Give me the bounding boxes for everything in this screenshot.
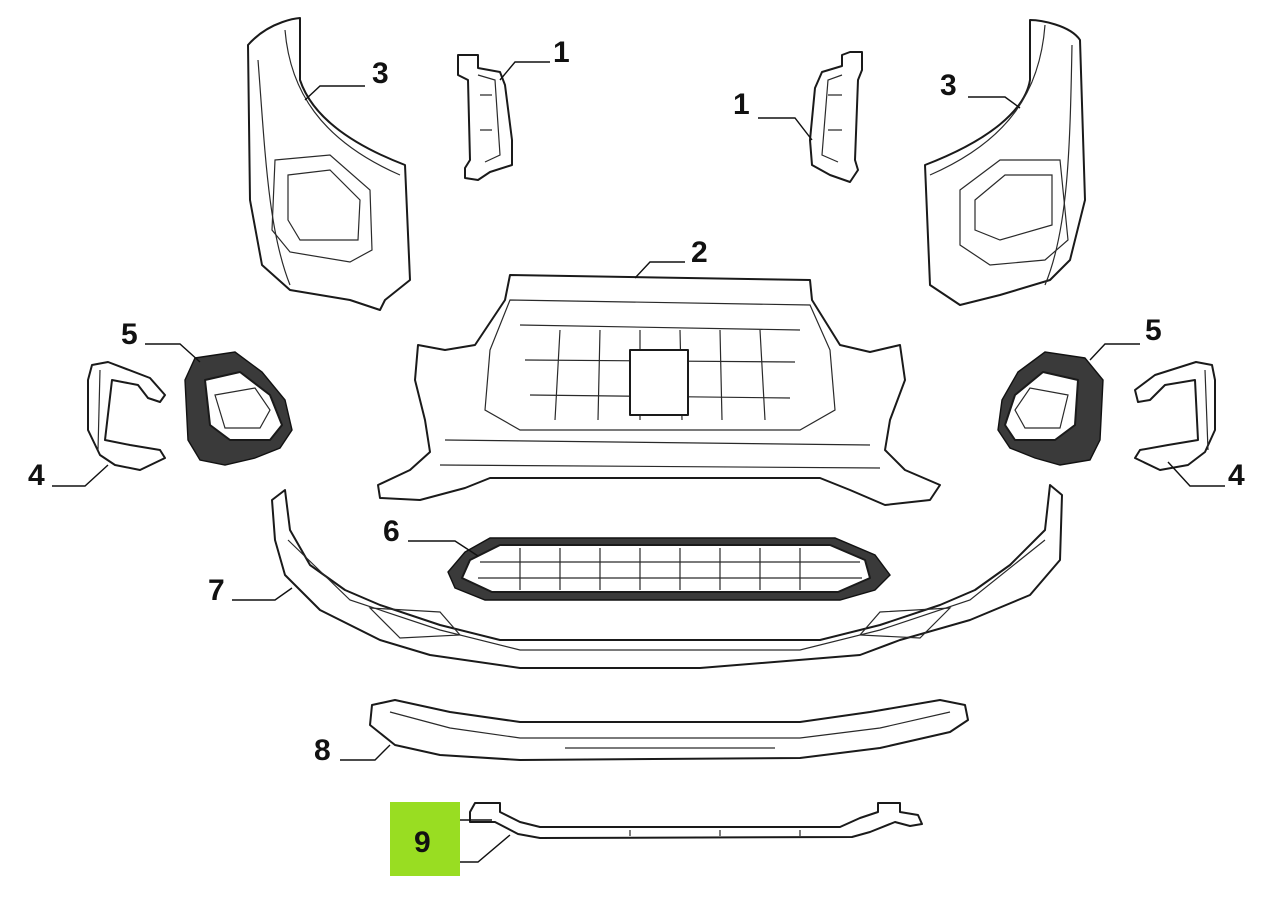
callout-6[interactable]: 6 bbox=[383, 515, 400, 548]
callout-1-right[interactable]: 1 bbox=[733, 88, 750, 121]
leader-4-right bbox=[1167, 461, 1225, 487]
leader-6 bbox=[408, 540, 479, 557]
lower-strip[interactable] bbox=[469, 802, 923, 839]
leader-1-left bbox=[499, 61, 550, 81]
leader-3-left bbox=[304, 85, 365, 101]
left-fog-bezel[interactable] bbox=[87, 361, 166, 471]
lower-bumper[interactable] bbox=[271, 484, 1063, 669]
highlight-box-9 bbox=[390, 802, 460, 876]
leader-8 bbox=[340, 744, 391, 761]
callout-5-left[interactable]: 5 bbox=[121, 318, 138, 351]
callout-1-left[interactable]: 1 bbox=[553, 36, 570, 69]
grille[interactable] bbox=[447, 537, 891, 601]
leader-5-right bbox=[1089, 343, 1140, 361]
leader-4-left bbox=[52, 464, 109, 487]
leader-7 bbox=[232, 587, 293, 601]
callout-5-right[interactable]: 5 bbox=[1145, 314, 1162, 347]
callout-4-right[interactable]: 4 bbox=[1228, 459, 1245, 492]
right-fog-bezel[interactable] bbox=[1134, 361, 1216, 471]
right-bracket[interactable] bbox=[809, 51, 863, 183]
left-fog-housing[interactable] bbox=[184, 351, 293, 466]
leader-9 bbox=[460, 819, 511, 863]
left-bracket[interactable] bbox=[457, 54, 513, 181]
callout-8[interactable]: 8 bbox=[314, 734, 331, 767]
leader-3-right bbox=[968, 96, 1021, 109]
callout-9[interactable]: 9 bbox=[414, 826, 431, 859]
leader-2 bbox=[634, 261, 685, 279]
callout-3-right[interactable]: 3 bbox=[940, 69, 957, 102]
callout-2[interactable]: 2 bbox=[691, 236, 708, 269]
skid-plate[interactable] bbox=[369, 699, 969, 761]
right-fog-housing[interactable] bbox=[997, 351, 1104, 466]
left-bumper-corner[interactable] bbox=[247, 17, 411, 311]
leader-1-right bbox=[758, 117, 813, 141]
leader-5-left bbox=[145, 343, 201, 363]
callout-7[interactable]: 7 bbox=[208, 574, 225, 607]
callout-3-left[interactable]: 3 bbox=[372, 57, 389, 90]
leader-lines bbox=[52, 61, 1225, 863]
right-bumper-corner[interactable] bbox=[924, 19, 1086, 306]
callout-4-left[interactable]: 4 bbox=[28, 459, 45, 492]
center-bumper-frame[interactable] bbox=[377, 274, 941, 506]
